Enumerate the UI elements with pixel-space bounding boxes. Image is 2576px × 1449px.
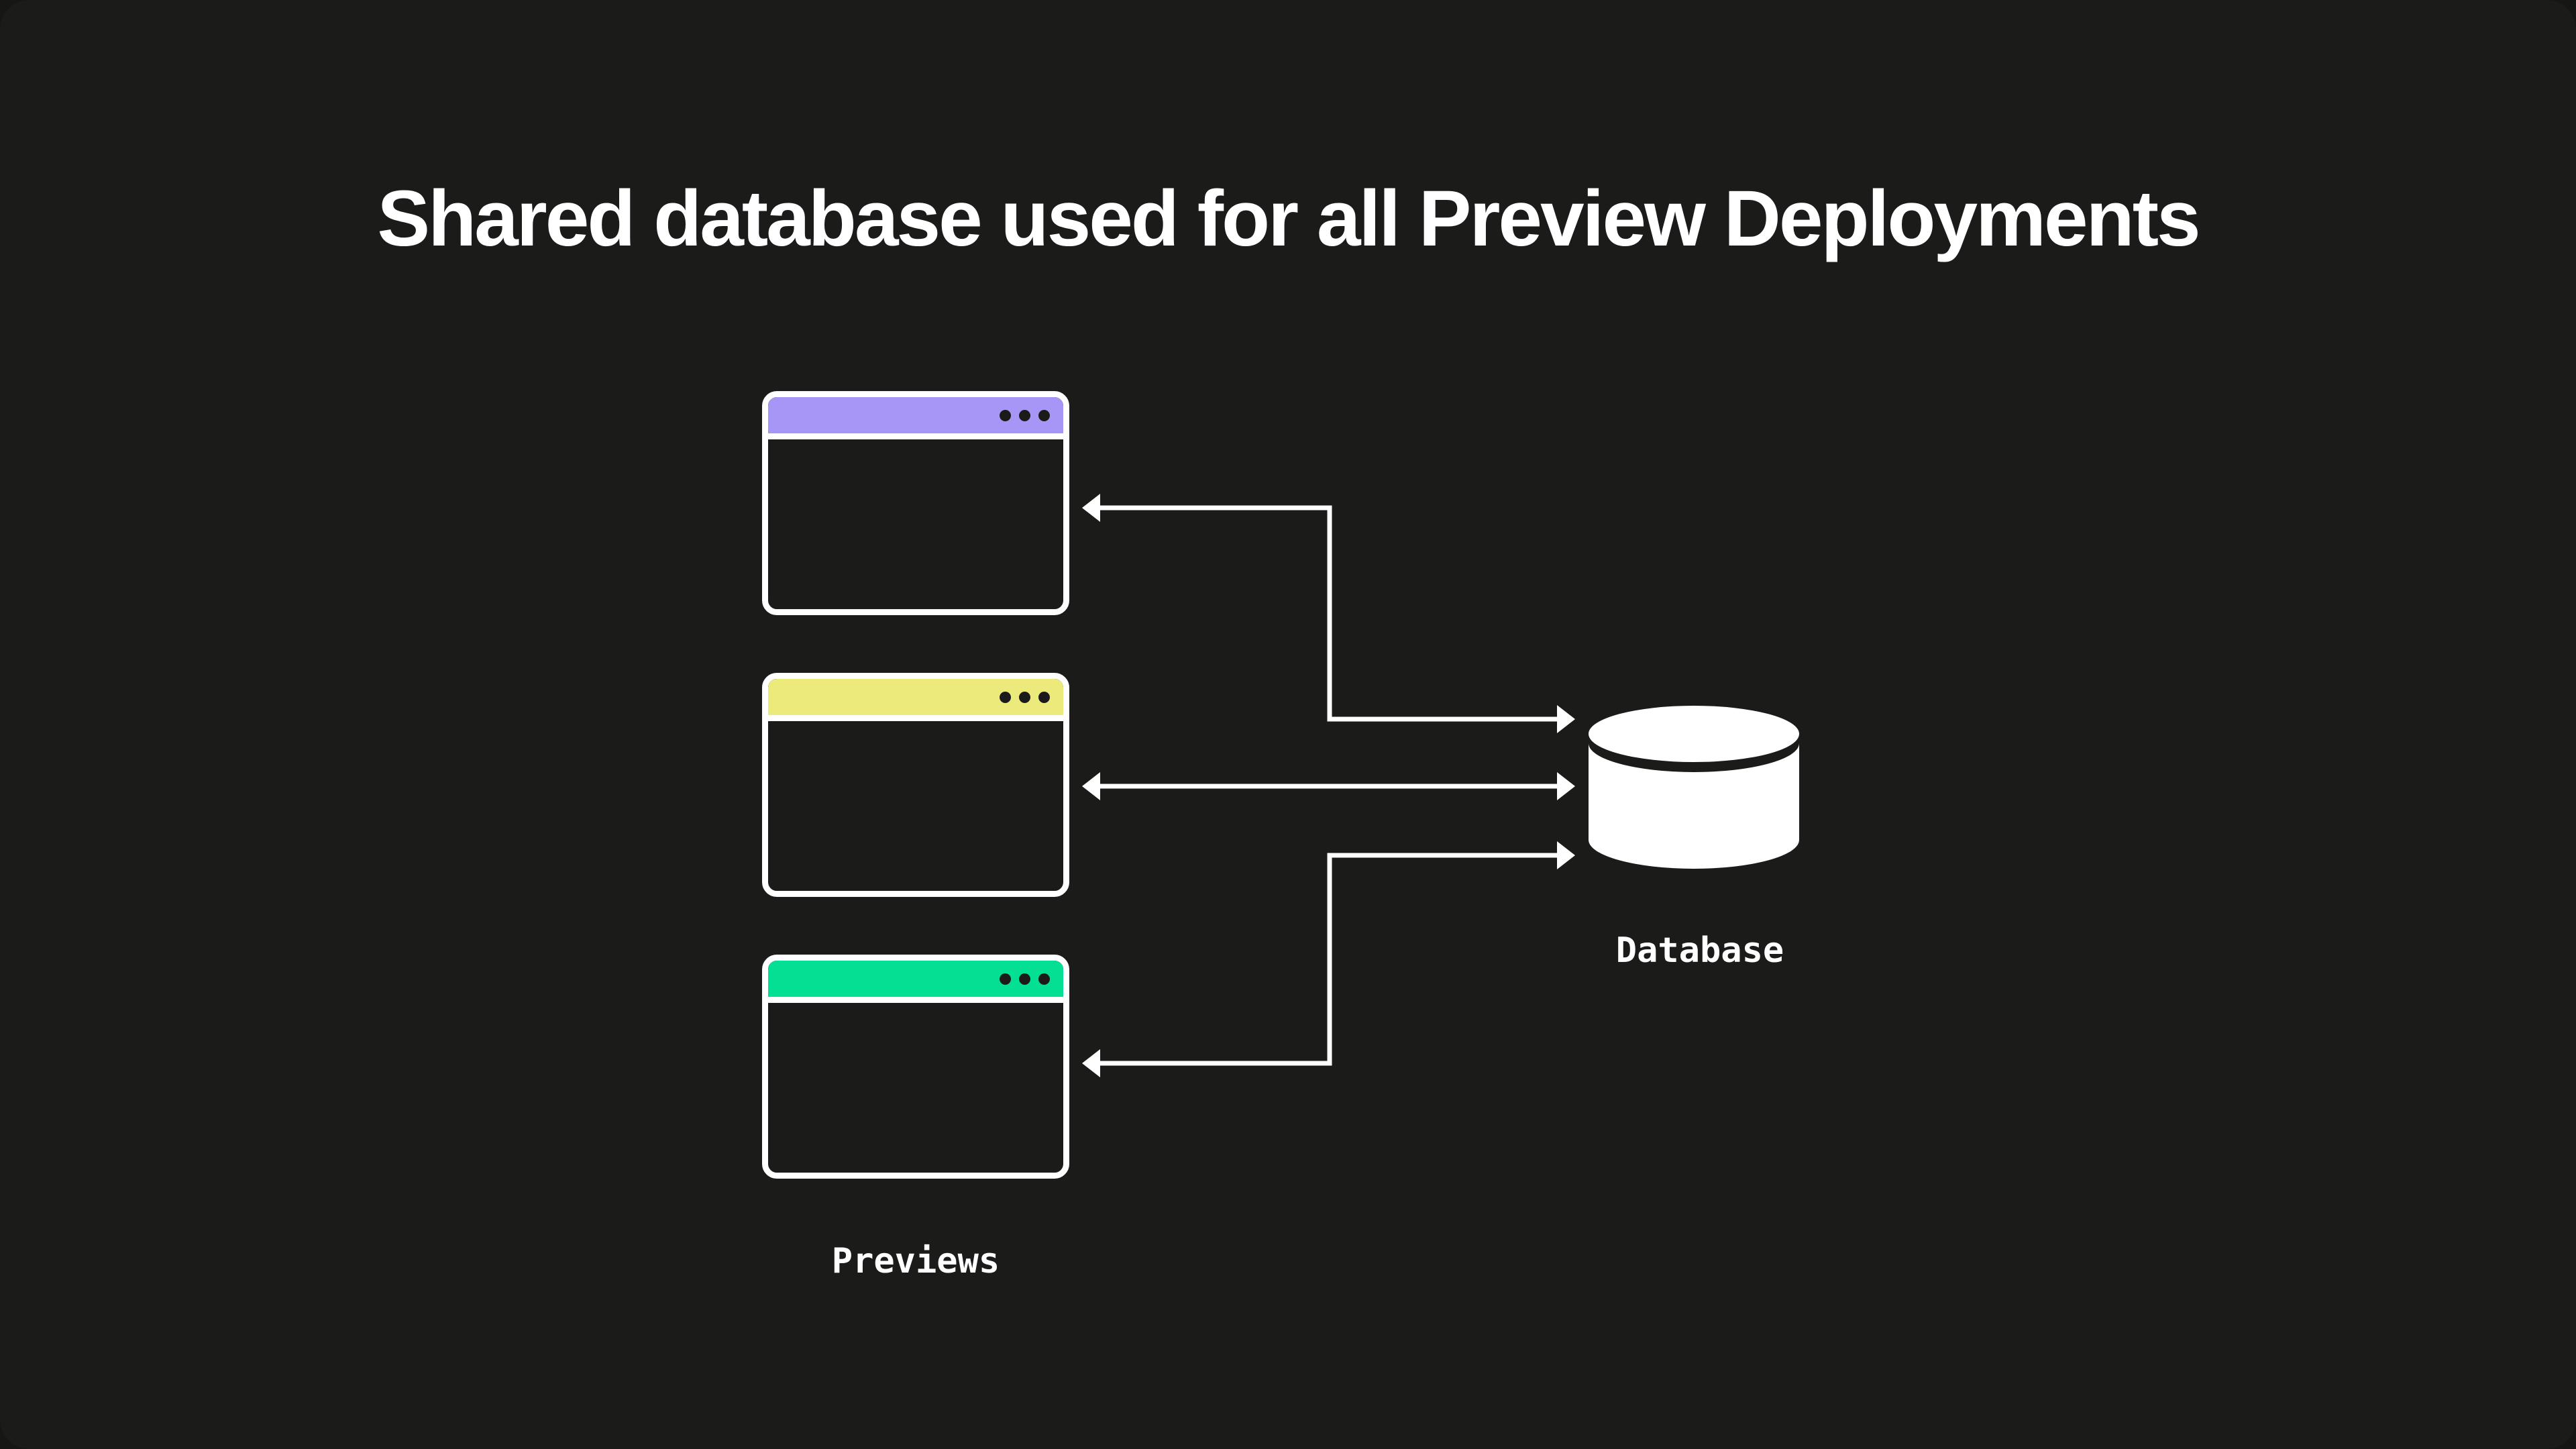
window-titlebar [768,961,1063,1003]
dot-icon [1038,973,1050,985]
window-titlebar [768,679,1063,721]
arrow-window2-database [1082,772,1575,800]
dot-icon [1019,691,1030,703]
dot-icon [1000,973,1011,985]
dot-icon [1000,409,1011,421]
preview-window-3 [762,955,1069,1179]
preview-window-1 [762,391,1069,615]
window-body [768,1003,1063,1173]
dot-icon [1000,691,1011,703]
window-dots-icon [1000,691,1050,703]
arrow-window1-database [1082,494,1575,733]
dot-icon [1019,409,1030,421]
database-icon [1589,706,1799,869]
dot-icon [1019,973,1030,985]
dot-icon [1038,409,1050,421]
preview-window-2 [762,673,1069,897]
window-dots-icon [1000,973,1050,985]
dot-icon [1038,691,1050,703]
window-body [768,721,1063,891]
arrow-window3-database [1082,841,1575,1077]
window-body [768,439,1063,609]
window-titlebar [768,397,1063,439]
previews-label: Previews [831,1241,1000,1281]
window-dots-icon [1000,409,1050,421]
page-title: Shared database used for all Preview Dep… [377,174,2200,263]
database-label: Database [1615,930,1784,971]
